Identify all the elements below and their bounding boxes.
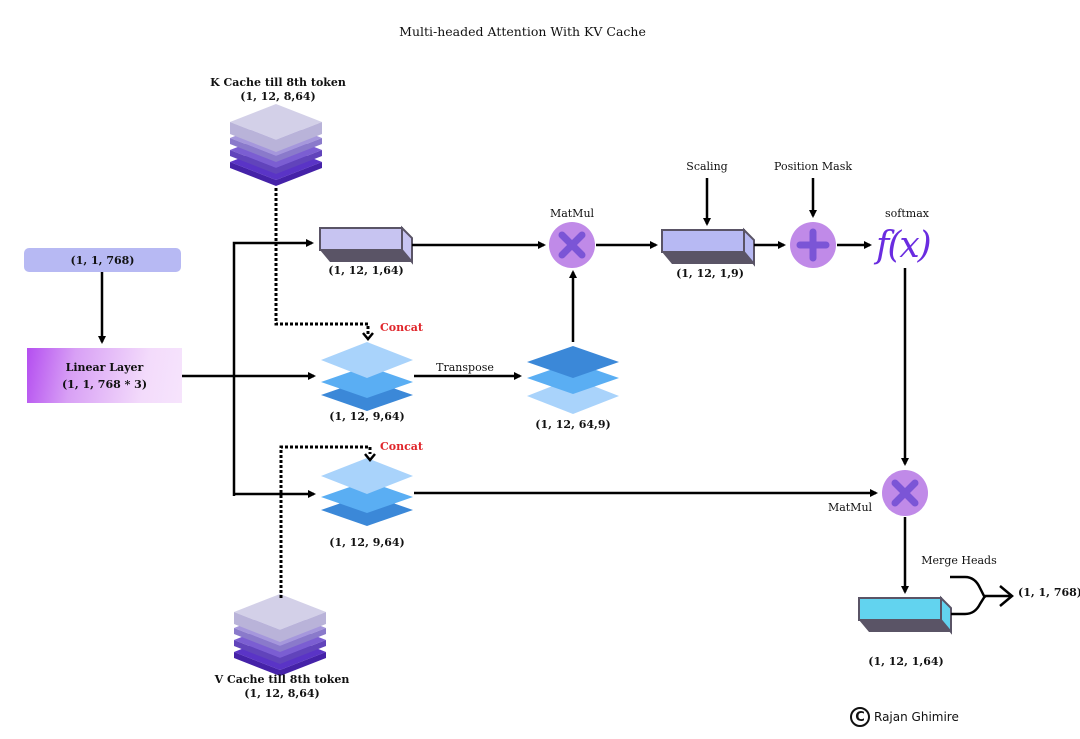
linear-layer-shape: (1, 1, 768 * 3) [61,377,148,391]
query-tensor-icon [319,225,413,265]
merge-heads-label: Merge Heads [921,554,997,567]
diagram-title: Multi-headed Attention With KV Cache [399,24,646,39]
k-cache-label: K Cache till 8th token [210,76,346,89]
matmul-av-label: MatMul [827,501,873,514]
transposed-key-stack-icon [527,346,619,414]
linear-layer-label: Linear Layer [65,360,144,374]
credit: C Rajan Ghimire [850,707,959,727]
scores-shape: (1, 12, 1,9) [676,267,744,280]
matmul-av-icon [882,470,928,516]
merge-heads-brace [950,575,1010,616]
value-concat-shape: (1, 12, 9,64) [329,536,405,549]
value-concat-stack-icon [321,458,413,526]
scaling-label: Scaling [686,160,728,173]
v-cache-to-concat-line [279,445,372,598]
concat-arrowheads [362,332,376,462]
author-name: Rajan Ghimire [874,710,959,724]
transpose-label: Transpose [436,361,494,374]
branch-to-query-arrow [232,239,314,496]
position-mask-add-icon [790,222,836,268]
k-cache-shape: (1, 12, 8,64) [240,90,316,103]
position-mask-label: Position Mask [773,160,852,173]
output-shape: (1, 12, 1,64) [868,655,944,668]
softmax-function-icon: f(x) [876,225,932,266]
cache-dotted-lines [274,188,372,598]
cache-layer [230,104,322,152]
output-tensor-icon [858,595,952,635]
merge-heads-arrowhead [999,585,1014,607]
v-cache-shape: (1, 12, 8,64) [244,687,320,700]
matmul-qk-label: MatMul [549,207,595,220]
input-tensor: (1, 1, 768) [24,248,181,272]
merged-output-shape: (1, 1, 768) [1018,586,1080,599]
softmax-label: softmax [885,207,929,220]
key-concat-label: Concat [380,321,423,334]
linear-layer-box: Linear Layer (1, 1, 768 * 3) [27,348,182,403]
k-cache-to-concat-line [274,188,370,334]
k-cache-stack-icon [230,104,322,186]
input-shape: (1, 1, 768) [70,253,135,267]
value-concat-label: Concat [380,440,423,453]
connectors [98,178,1014,616]
key-concat-shape: (1, 12, 9,64) [329,410,405,423]
scores-tensor-icon [661,227,755,267]
transposed-shape: (1, 12, 64,9) [535,418,611,431]
copyright-icon: C [850,707,870,727]
cache-layer [234,594,326,642]
matmul-qk-icon [549,222,595,268]
v-cache-label: V Cache till 8th token [214,673,350,686]
v-cache-stack-icon [234,594,326,676]
query-shape: (1, 12, 1,64) [328,264,404,277]
key-concat-stack-icon [321,342,413,411]
